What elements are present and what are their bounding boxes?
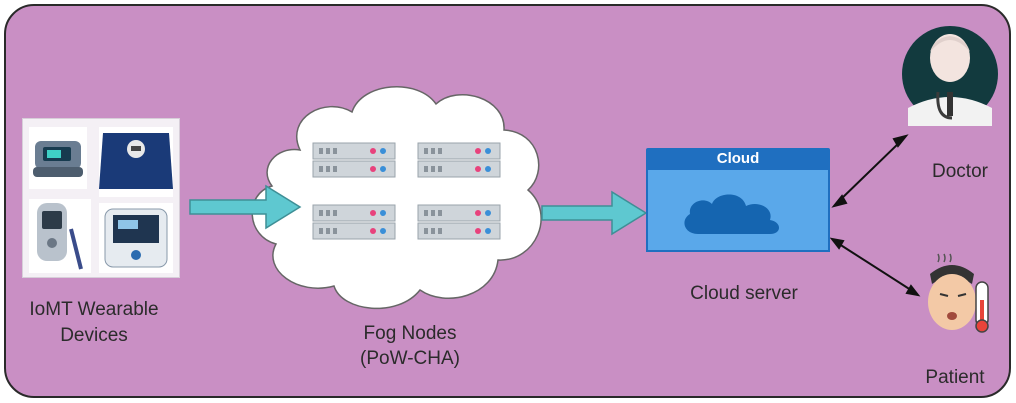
devices-label-line1: IoMT Wearable	[29, 299, 159, 320]
cloud-server-label: Cloud server	[690, 283, 798, 304]
patient-label: Patient	[925, 367, 985, 388]
blood-pressure-monitor-icon	[99, 203, 173, 273]
doctor-icon	[902, 26, 998, 126]
fog-cloud-shape	[251, 86, 542, 310]
glucose-meter-icon	[29, 199, 91, 273]
fog-label-line2: (PoW-CHA)	[360, 348, 460, 369]
patient-icon	[928, 253, 989, 333]
cloud-doctor-connector	[831, 134, 909, 208]
fog-label-line1: Fog Nodes	[363, 323, 457, 344]
devices-label-line2: Devices	[60, 325, 128, 346]
devices-to-fog-arrow	[189, 184, 302, 230]
cloud-server-window: Cloud	[646, 148, 830, 252]
scale-icon	[99, 127, 173, 197]
cloud-title: Cloud	[646, 148, 830, 170]
pulse-oximeter-icon	[29, 127, 87, 189]
iomt-devices-image	[22, 118, 180, 278]
cloud-icon	[684, 194, 779, 234]
fog-to-cloud-arrow	[541, 190, 648, 236]
doctor-label: Doctor	[932, 161, 988, 182]
cloud-patient-connector	[829, 237, 921, 297]
cloud-window-body	[646, 170, 830, 252]
